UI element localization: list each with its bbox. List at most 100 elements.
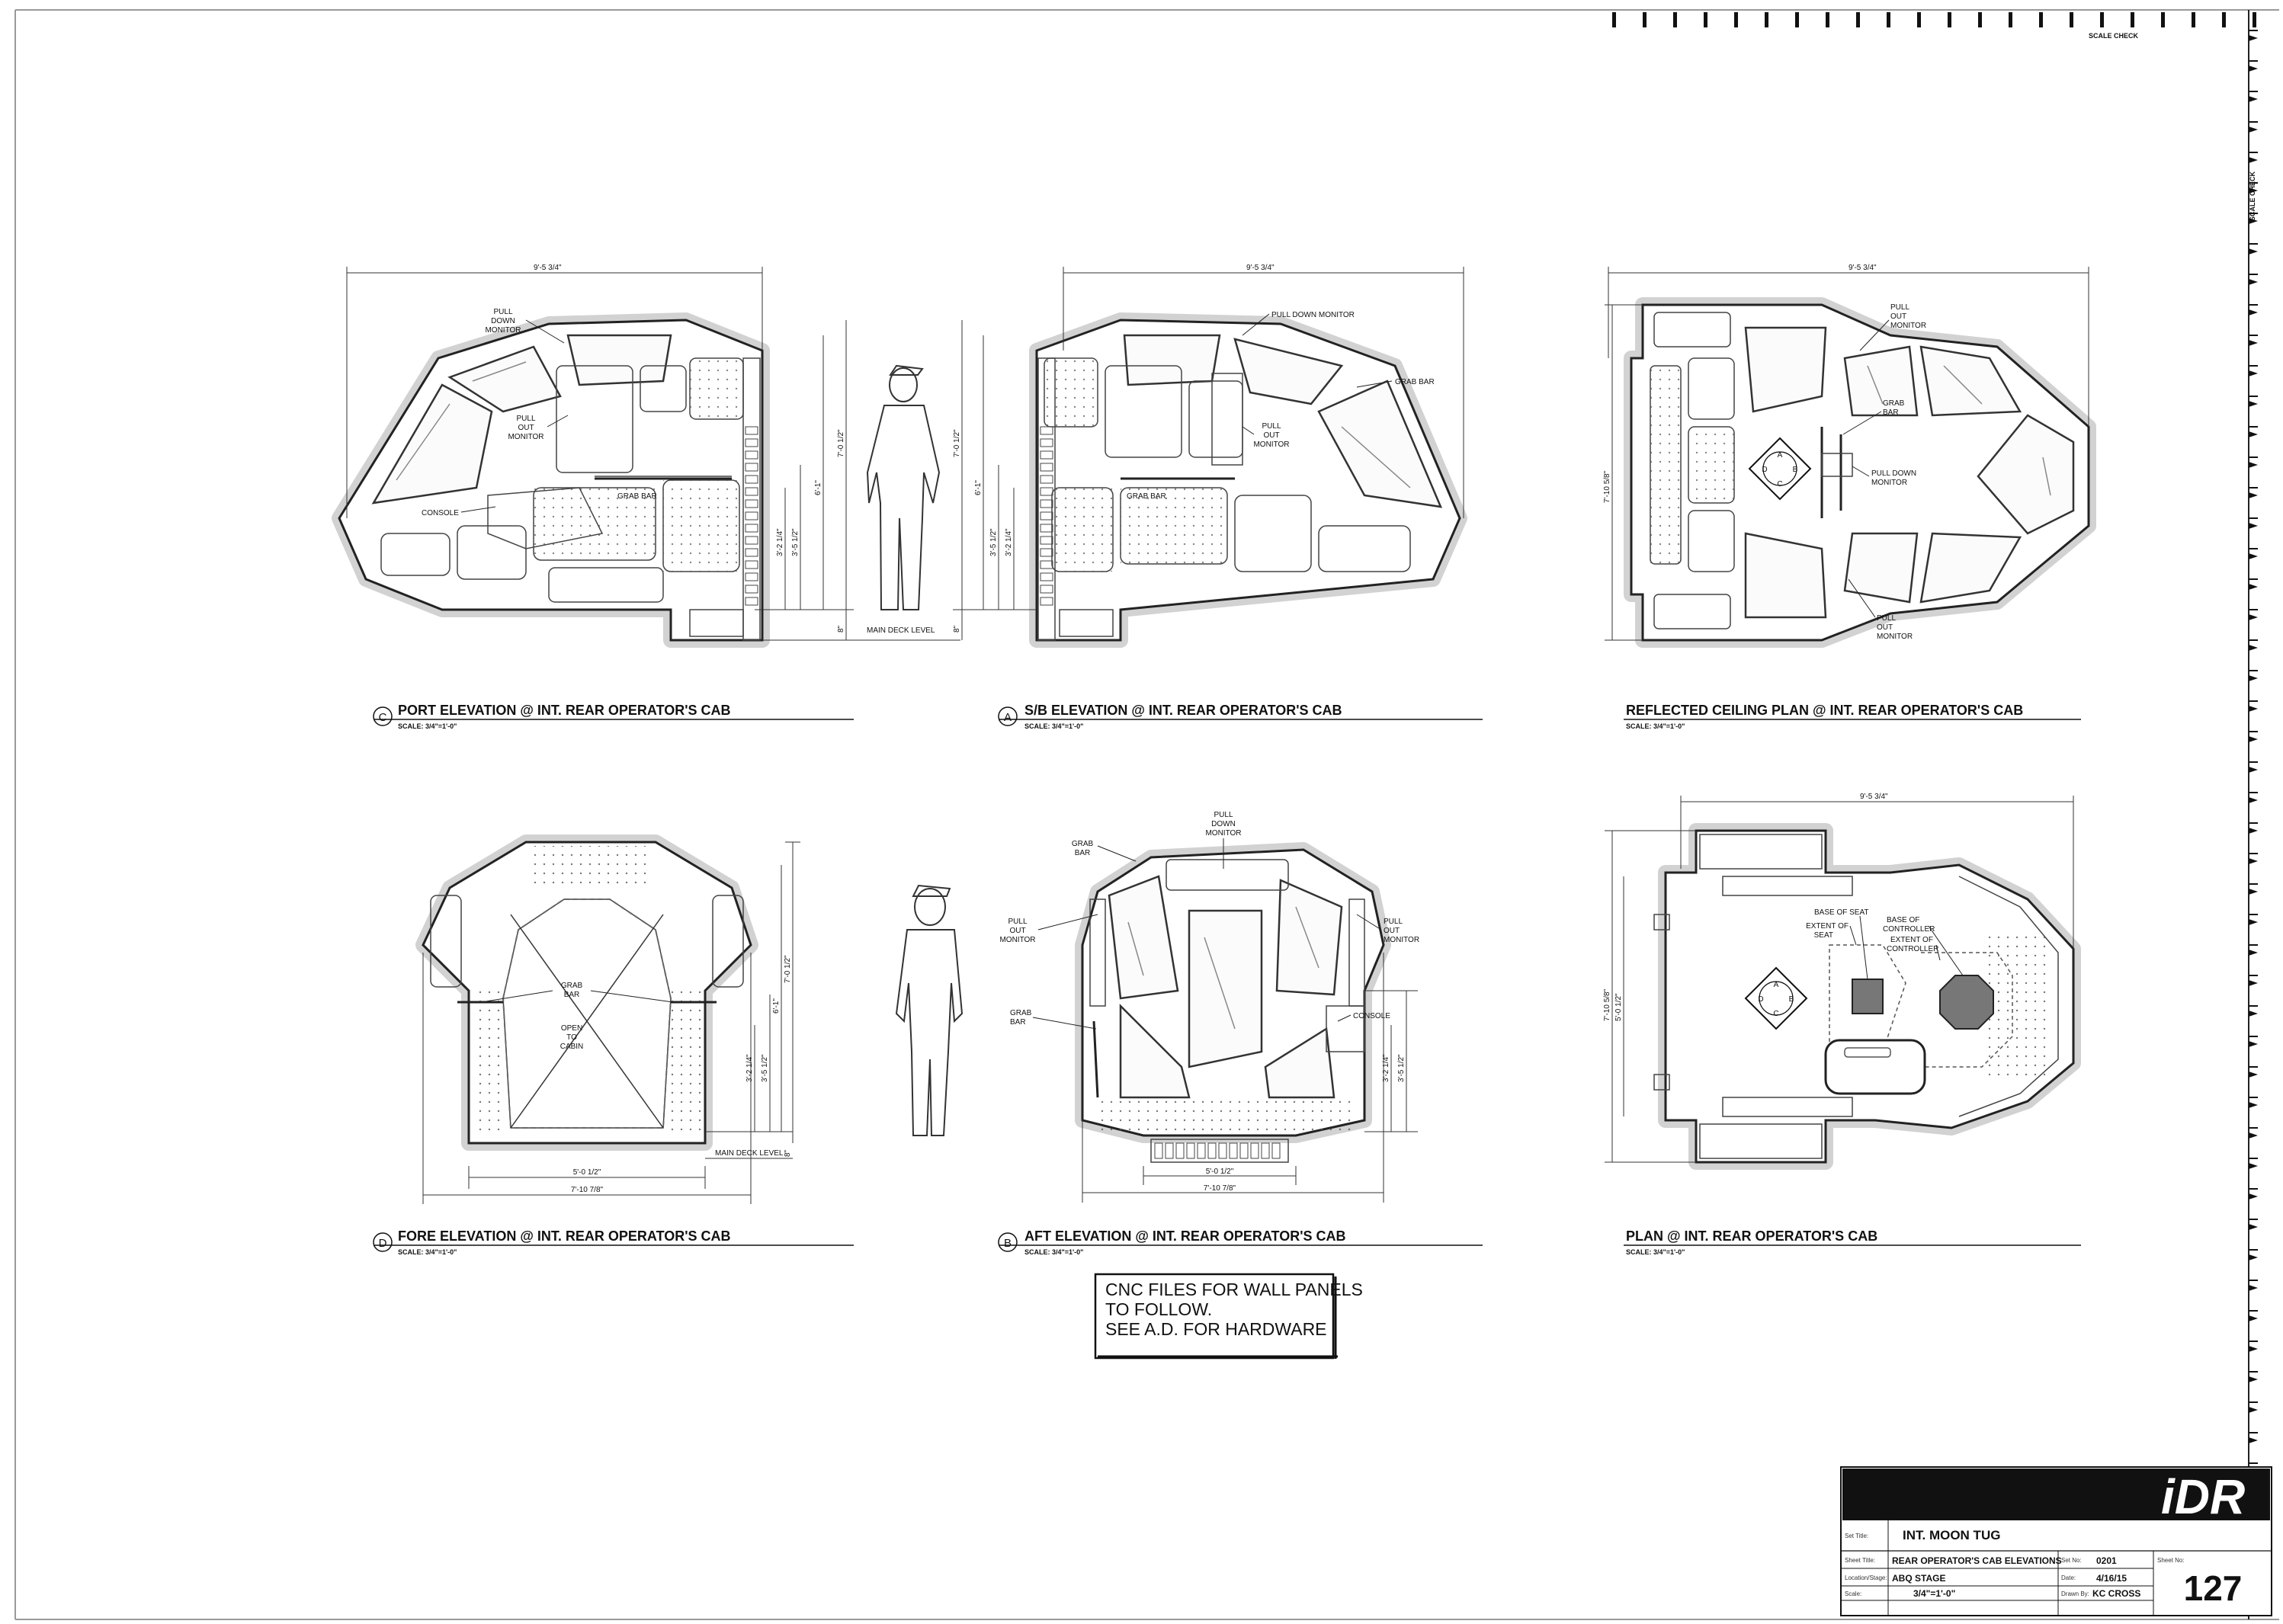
scale-arrow	[2249, 645, 2258, 651]
scale-tick	[2070, 12, 2073, 27]
scale-arrow	[2249, 35, 2258, 41]
rcp-window-3	[1919, 345, 2022, 417]
sb-slat	[1040, 475, 1053, 484]
scale-arrow	[2249, 980, 2258, 986]
rcp-key-diamond: A B C D	[1748, 437, 1812, 501]
scale-arrow	[2249, 767, 2258, 773]
sb-grab-bar-label-top: GRAB BAR	[1356, 378, 1435, 388]
port-slat	[745, 463, 758, 472]
scale-check-side-label: SCALE CHECK	[2249, 171, 2256, 221]
aft-step-slat	[1271, 1142, 1281, 1159]
aft-step-slat	[1207, 1142, 1217, 1159]
svg-text:BASE OF SEAT: BASE OF SEAT	[1814, 908, 1869, 917]
port-dim-h3: 3'-5 1/2"	[791, 528, 800, 556]
scale-tick	[1734, 12, 1738, 27]
title-block-header	[1842, 1469, 2270, 1520]
port-window-2	[447, 345, 562, 413]
svg-text:EXTENT OF: EXTENT OF	[1806, 922, 1849, 931]
scale-tick	[2192, 12, 2195, 27]
scale-arrow	[2249, 187, 2258, 194]
svg-text:GRAB BAR: GRAB BAR	[617, 492, 657, 501]
sb-bubble-letter: A	[1004, 711, 1012, 724]
aft-step-slat	[1239, 1142, 1249, 1159]
port-window-1	[371, 383, 493, 504]
aft-bubble-letter: B	[1004, 1237, 1012, 1250]
tb-set-no-label: Set No:	[2061, 1557, 2082, 1564]
scale-tick	[2161, 12, 2165, 27]
svg-text:CONSOLE: CONSOLE	[422, 509, 459, 517]
scale-tick	[2039, 12, 2043, 27]
plan-controller-base	[1939, 975, 1994, 1030]
port-slat	[745, 585, 758, 594]
aft-window-left	[1108, 875, 1179, 1000]
human-silhouette-side	[866, 364, 941, 610]
aft-step-slat	[1261, 1142, 1270, 1159]
scale-arrow	[2249, 492, 2258, 498]
scale-arrow	[2249, 553, 2258, 559]
rcp-scale: SCALE: 3/4"=1'-0"	[1626, 722, 1685, 730]
svg-text:BAR: BAR	[1075, 849, 1091, 857]
tb-set-no: 0201	[2096, 1555, 2117, 1566]
plan-base-of-seat-label: BASE OF SEAT	[1814, 908, 1869, 980]
scale-arrow	[2249, 919, 2258, 925]
scale-arrow	[2249, 614, 2258, 620]
tb-sheet-no: 127	[2184, 1568, 2243, 1608]
fore-dim-h4: 3'-2 1/4"	[746, 1054, 754, 1082]
tb-sheet-no-label: Sheet No:	[2157, 1557, 2185, 1564]
svg-text:PULL: PULL	[1008, 918, 1027, 926]
scale-arrow	[2249, 127, 2258, 133]
port-slat	[745, 536, 758, 545]
svg-text:D: D	[1758, 995, 1763, 1004]
idr-logo: iDR	[2161, 1469, 2245, 1524]
port-slat	[745, 487, 758, 496]
scale-arrow	[2249, 1346, 2258, 1352]
fore-dim-h3: 3'-5 1/2"	[761, 1054, 769, 1082]
scale-arrow	[2249, 584, 2258, 590]
svg-text:BAR: BAR	[1883, 408, 1899, 417]
tb-date: 4/16/15	[2096, 1573, 2127, 1584]
sb-slat	[1040, 548, 1053, 557]
sb-slat	[1040, 511, 1053, 521]
aft-pull-out-monitor-label-right: PULL OUT MONITOR	[1356, 914, 1419, 944]
scale-check-right: SCALE CHECK	[2248, 10, 2258, 1619]
port-slat	[745, 499, 758, 508]
rcp-window-2	[1843, 345, 1919, 417]
port-grab-bar-label: GRAB BAR	[617, 492, 657, 501]
svg-text:BASE OF: BASE OF	[1887, 916, 1919, 924]
svg-text:MONITOR: MONITOR	[1877, 633, 1913, 641]
port-bubble	[373, 706, 393, 726]
fore-open-to-cabin-label: OPEN TO CABIN	[560, 1024, 584, 1051]
aft-step-slat	[1229, 1142, 1238, 1159]
svg-text:MONITOR: MONITOR	[485, 326, 521, 335]
scale-tick	[1887, 12, 1890, 27]
svg-text:CONTROLLER: CONTROLLER	[1887, 945, 1938, 953]
svg-text:TO: TO	[566, 1033, 577, 1042]
aft-step-slat	[1154, 1142, 1163, 1159]
rcp-title: REFLECTED CEILING PLAN @ INT. REAR OPERA…	[1626, 703, 2023, 718]
scale-tick	[1643, 12, 1647, 27]
sb-window-2	[1233, 338, 1344, 405]
svg-text:PULL: PULL	[1384, 918, 1403, 926]
svg-text:D: D	[1762, 466, 1767, 474]
svg-text:PULL DOWN: PULL DOWN	[1871, 469, 1916, 478]
svg-text:C: C	[1777, 480, 1782, 488]
fore-dim-h5: 8"	[784, 1149, 792, 1157]
plan-view: A B C D BASE OF SEAT EXTENT OF SEAT BASE…	[1603, 793, 2081, 1256]
fore-dim-outer: 7'-10 7/8"	[571, 1186, 604, 1194]
sb-slat	[1040, 463, 1053, 472]
port-slat	[745, 475, 758, 484]
sb-dim-h2: 6'-1"	[974, 480, 983, 495]
svg-text:CONTROLLER: CONTROLLER	[1883, 925, 1935, 934]
port-console-shape	[487, 487, 604, 549]
scale-arrow	[2249, 1193, 2258, 1200]
sb-slat	[1040, 450, 1053, 460]
scale-arrow	[2249, 1376, 2258, 1382]
scale-tick	[1856, 12, 1860, 27]
scale-arrow	[2249, 279, 2258, 285]
scale-arrow	[2249, 1071, 2258, 1078]
plan-base-of-controller-label: BASE OF CONTROLLER	[1883, 916, 1964, 976]
svg-text:MONITOR: MONITOR	[1253, 440, 1289, 449]
tb-sheet-title-label: Sheet Title:	[1845, 1557, 1875, 1564]
sb-pull-down-monitor-label: PULL DOWN MONITOR	[1242, 311, 1355, 336]
